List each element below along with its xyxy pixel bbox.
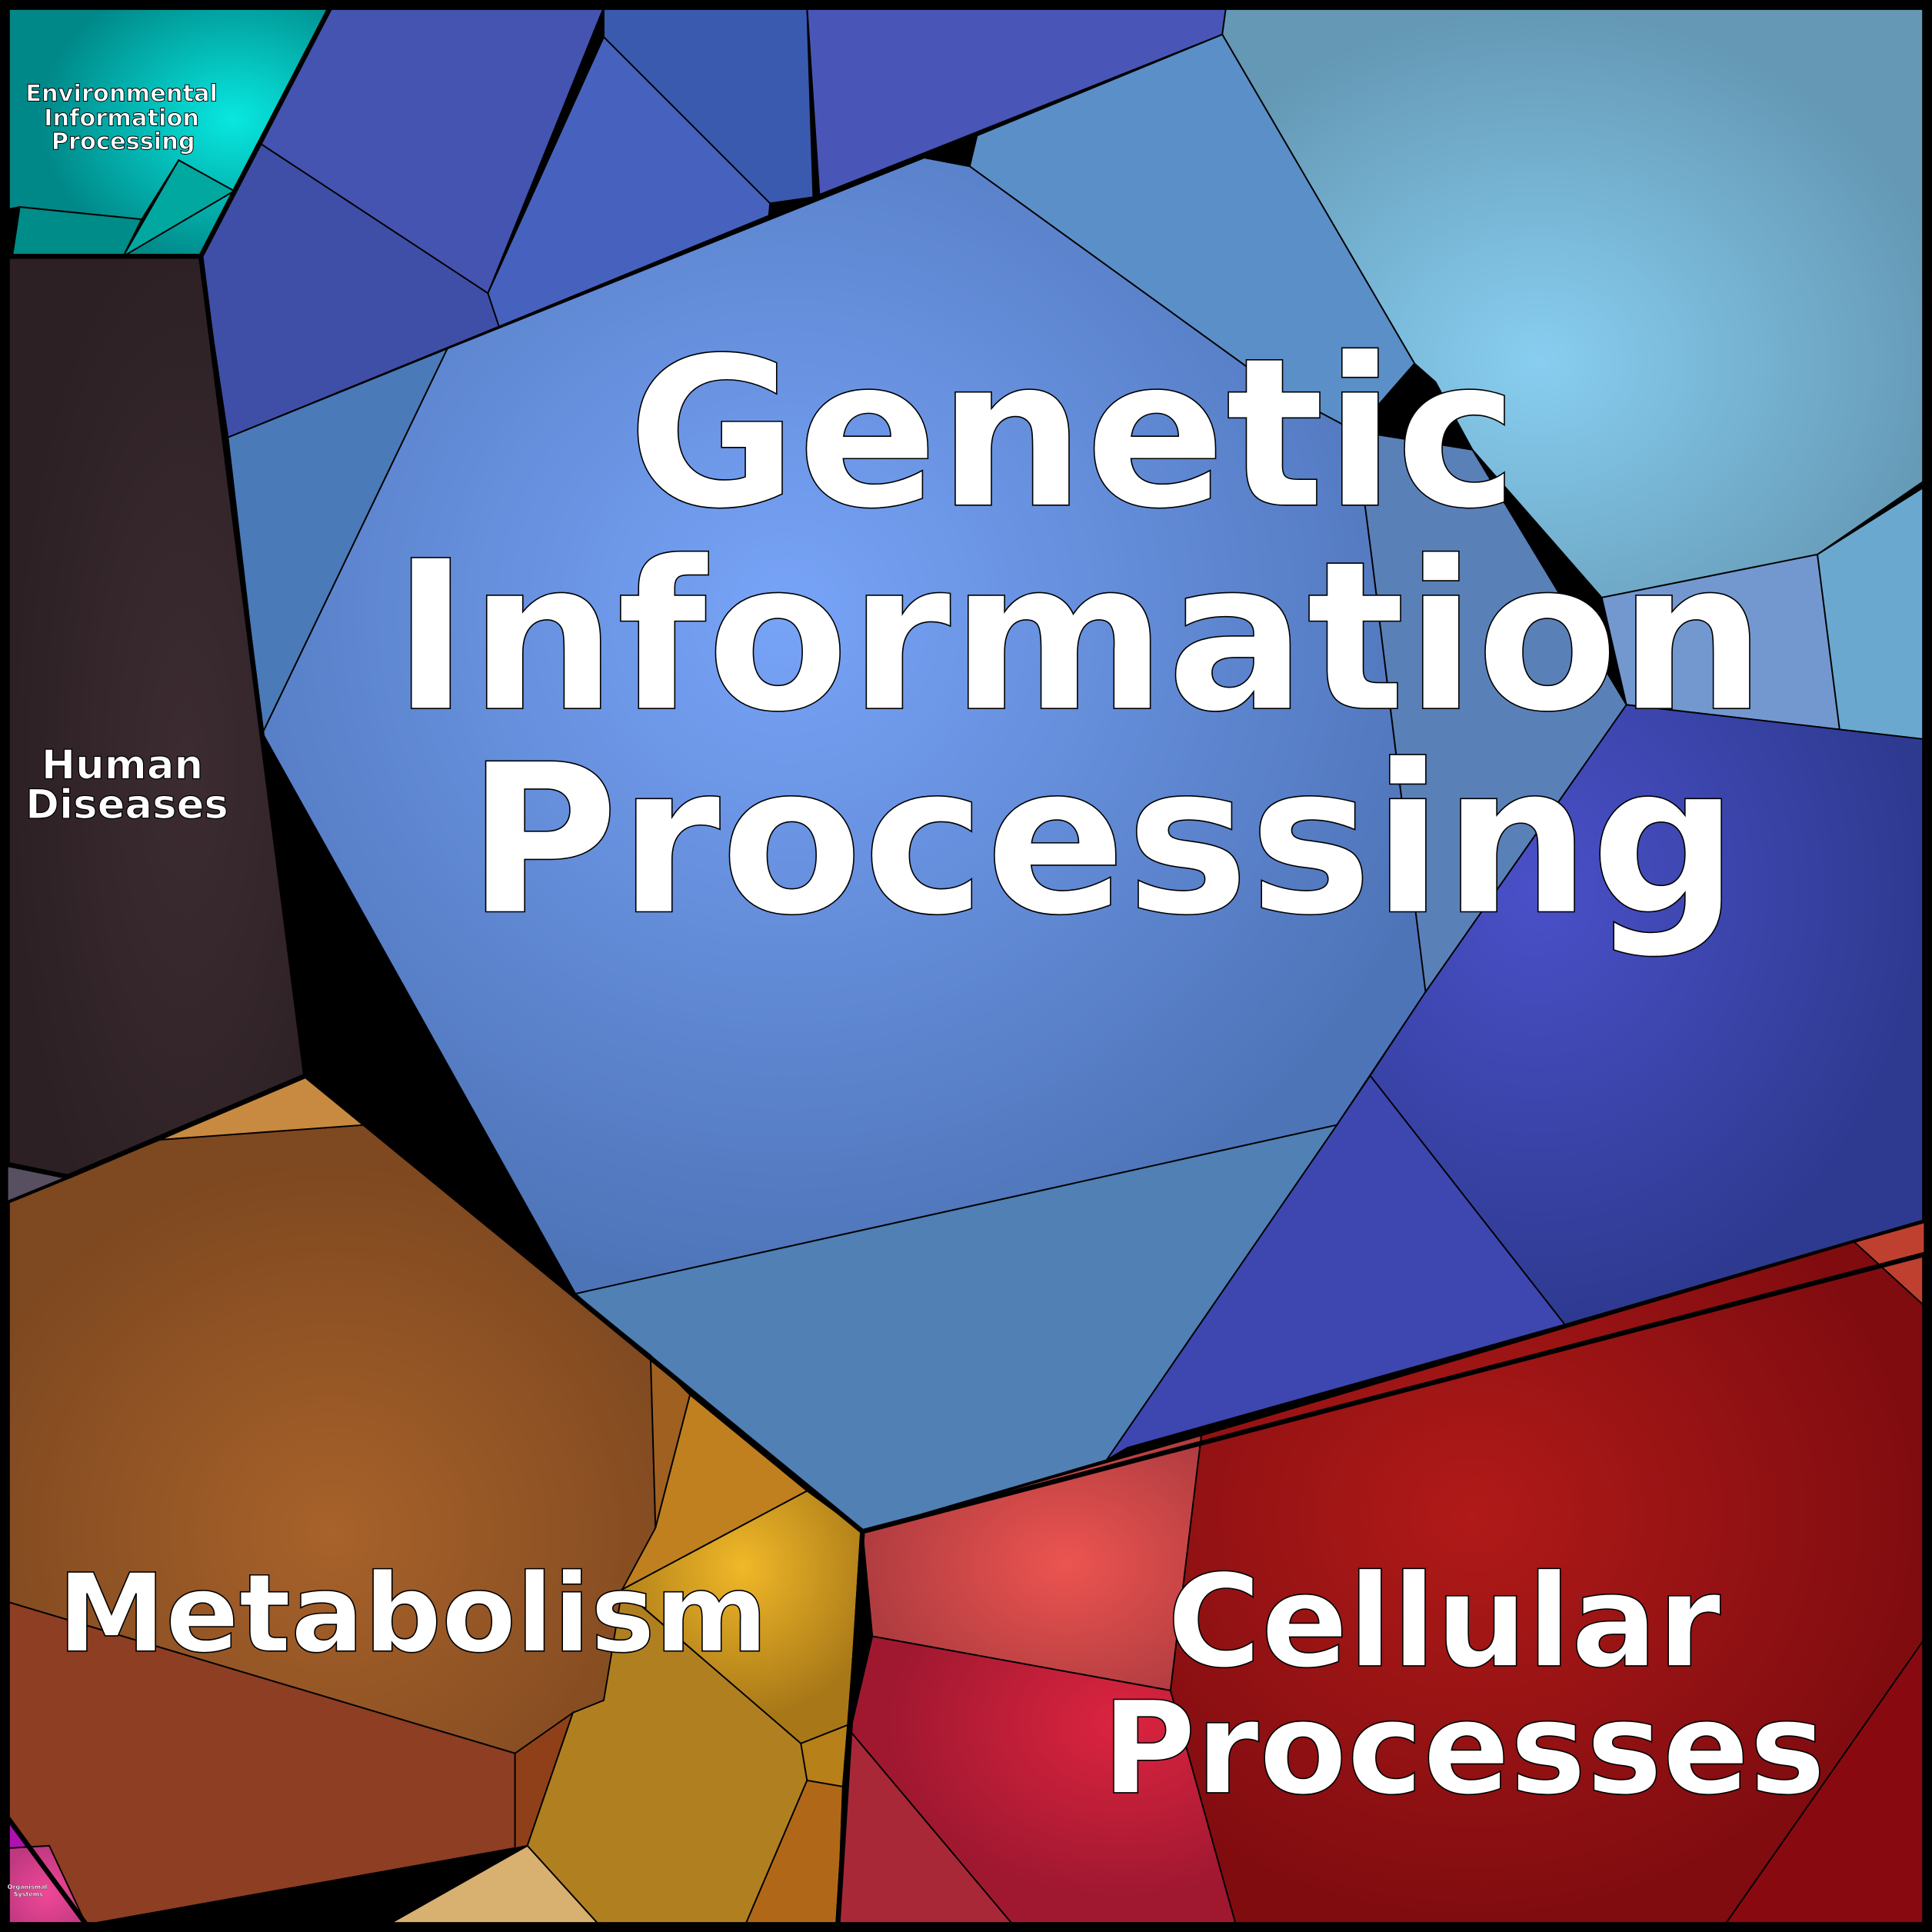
label-organismal: Organismal Systems (8, 1884, 49, 1898)
region-metabolism (5, 1073, 865, 1927)
region-cellular (835, 1221, 1927, 1927)
cell (121, 158, 236, 258)
label-human-diseases: Human Diseases (25, 741, 228, 828)
label-genetic: Genetic Information Processing (392, 314, 1838, 961)
label-environmental: Environmental Information Processing (25, 80, 225, 155)
label-cellular: Cellular Processes (1102, 1547, 1826, 1824)
region-genetic (198, 5, 1927, 1534)
label-metabolism: Metabolism (58, 1551, 768, 1677)
